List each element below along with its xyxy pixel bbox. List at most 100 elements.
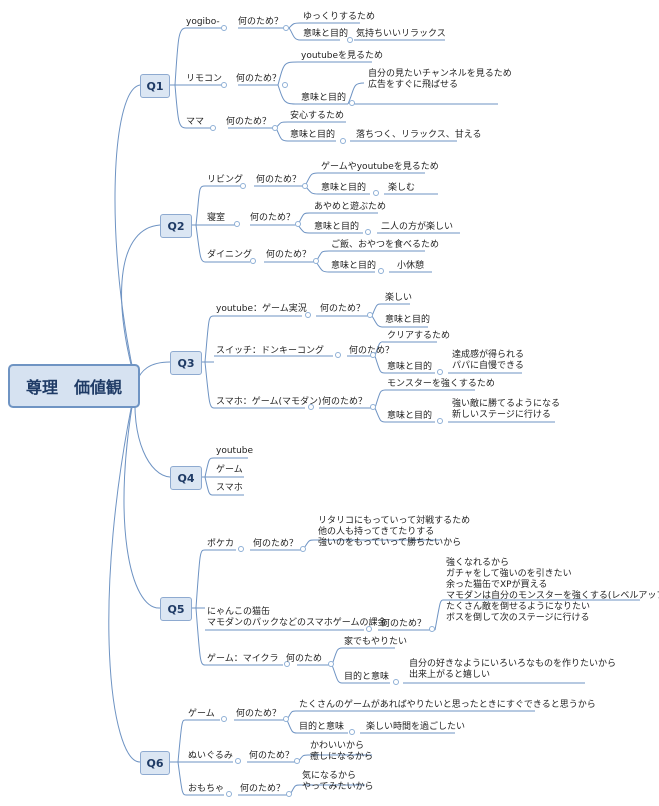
purpose-mama[interactable]: 落ちつく、リラックス、甘える	[356, 130, 482, 140]
q3-node[interactable]: Q3	[170, 351, 202, 375]
q4-node[interactable]: Q4	[170, 466, 202, 490]
topic-mama[interactable]: ママ	[186, 117, 205, 127]
reason-game[interactable]: たくさんのゲームがあればやりたいと思ったときにすぐできると思うから	[299, 700, 596, 710]
topic-plush[interactable]: ぬいぐるみ	[188, 751, 233, 761]
connector-dot	[347, 37, 353, 43]
meaning-label[interactable]: 意味と目的	[290, 130, 336, 140]
q4-item-game[interactable]: ゲーム	[216, 465, 243, 475]
why-label[interactable]: 何のため？	[238, 17, 284, 27]
connector-dot	[437, 418, 443, 424]
why-label[interactable]: 何のため？	[256, 175, 302, 185]
purpose-minecraft[interactable]: 自分の好きなようにいろいろなものを作りたいから 出来上がると嬉しい	[409, 659, 617, 680]
connector-dot	[393, 679, 399, 685]
purpose-switch[interactable]: 達成感が得られる パパに自慢できる	[452, 350, 525, 371]
connector-dot	[283, 25, 289, 31]
connector-dot	[349, 729, 355, 735]
topic-bedroom[interactable]: 寝室	[207, 213, 226, 223]
topic-game-billing[interactable]: にゃんこの猫缶 マモダンのパックなどのスマホゲームの課金	[207, 607, 387, 628]
why-label[interactable]: 何のため？	[226, 117, 272, 127]
connector-dot	[305, 312, 311, 318]
purpose-remote[interactable]: 自分の見たいチャンネルを見るため 広告をすぐに飛ばせる	[368, 69, 512, 90]
topic-toy[interactable]: おもちゃ	[188, 784, 225, 794]
why-label[interactable]: 何のため？	[322, 397, 368, 407]
q2-node[interactable]: Q2	[160, 214, 192, 238]
reason-dining[interactable]: ご飯、おやつを食べるため	[331, 240, 440, 250]
topic-yogibo[interactable]: yogibo-	[186, 17, 220, 27]
connector-dot	[335, 352, 341, 358]
why-label[interactable]: 何のため？	[320, 304, 366, 314]
topic-minecraft[interactable]: ゲーム：マイクラ	[207, 654, 279, 664]
connector-dot	[221, 25, 227, 31]
purpose-yogibo[interactable]: 気持ちいいリラックス	[356, 29, 446, 39]
connector-dot	[235, 758, 241, 764]
topic-game[interactable]: ゲーム	[188, 709, 215, 719]
topic-smaho-game[interactable]: スマホ：ゲーム(マモダン)	[216, 397, 322, 407]
reason-mama[interactable]: 安心するため	[290, 111, 345, 121]
reason-smaho-game[interactable]: モンスターを強くするため	[387, 379, 495, 389]
connector-dot	[373, 190, 379, 196]
reason-yogibo[interactable]: ゆっくりするため	[303, 12, 376, 22]
meaning-label[interactable]: 意味と目的	[303, 29, 349, 39]
q4-item-youtube[interactable]: youtube	[216, 446, 254, 456]
reason-plush[interactable]: かわいいから 癒しになるから	[310, 741, 374, 762]
why-label[interactable]: 何のため？	[249, 751, 295, 761]
connector-dot	[302, 183, 308, 189]
purpose-smaho-game[interactable]: 強い敵に勝てるようになる 新しいステージに行ける	[452, 399, 561, 420]
connector-dot	[437, 369, 443, 375]
reason-game-billing[interactable]: 強くなれるから ガチャをして強いのを引きたい 余った猫缶でXPが買える マモダン…	[446, 558, 659, 623]
q1-node[interactable]: Q1	[140, 74, 170, 98]
reason-toy[interactable]: 気になるから やってみたいから	[302, 771, 374, 792]
connector-dot	[284, 661, 290, 667]
reason-remote[interactable]: youtubeを見るため	[301, 51, 384, 61]
why-label[interactable]: 何のため？	[236, 74, 282, 84]
q4-item-smaho[interactable]: スマホ	[216, 483, 243, 493]
purpose-game[interactable]: 楽しい時間を過ごしたい	[366, 722, 466, 732]
connector-dot	[234, 221, 240, 227]
reason-pokeka[interactable]: リタリコにもっていって対戦するため 他の人も持ってきてたりする 強いのをもってい…	[318, 516, 471, 548]
connector-dot	[295, 221, 301, 227]
why-label[interactable]: 何のため？	[236, 709, 282, 719]
reason-switch[interactable]: クリアするため	[387, 331, 451, 341]
why-label[interactable]: 何のため？	[381, 619, 427, 629]
why-label[interactable]: 何のため？	[253, 539, 299, 549]
q5-node[interactable]: Q5	[160, 597, 192, 621]
connector-dot	[221, 716, 227, 722]
meaning-label-alt[interactable]: 目的と意味	[299, 722, 345, 732]
purpose-dining[interactable]: 小休憩	[397, 261, 425, 271]
topic-remote[interactable]: リモコン	[186, 74, 223, 84]
q6-node[interactable]: Q6	[140, 751, 170, 775]
topic-youtube-game[interactable]: youtube：ゲーム実況	[216, 304, 307, 314]
reason-minecraft[interactable]: 家でもやりたい	[344, 637, 408, 647]
meaning-label-alt[interactable]: 目的と意味	[344, 672, 390, 682]
why-label[interactable]: 何のため？	[266, 250, 312, 260]
connector-dot	[286, 791, 292, 797]
reason-bedroom[interactable]: あやめと遊ぶため	[314, 202, 387, 212]
meaning-label[interactable]: 意味と目的	[301, 93, 347, 103]
topic-dining[interactable]: ダイニング	[207, 250, 253, 260]
connector-dot	[221, 82, 227, 88]
meaning-label[interactable]: 意味と目的	[387, 411, 433, 421]
topic-switch[interactable]: スイッチ：ドンキーコング	[216, 346, 325, 356]
topic-pokeka[interactable]: ポケカ	[207, 539, 235, 549]
connector-dot	[300, 546, 306, 552]
purpose-living[interactable]: 楽しむ	[388, 183, 416, 193]
purpose-bedroom[interactable]: 二人の方が楽しい	[381, 222, 454, 232]
topic-living[interactable]: リビング	[207, 175, 244, 185]
reason-living[interactable]: ゲームやyoutubeを見るため	[321, 162, 439, 172]
meaning-label[interactable]: 意味と目的	[331, 261, 377, 271]
connector-dot	[282, 82, 288, 88]
meaning-label[interactable]: 意味と目的	[314, 222, 360, 232]
connector-dot	[370, 404, 376, 410]
connector-dot	[366, 626, 372, 632]
why-label[interactable]: 何のため？	[349, 346, 395, 356]
meaning-label[interactable]: 意味と目的	[385, 315, 431, 325]
why-label[interactable]: 何のため？	[250, 213, 296, 223]
root-topic[interactable]: 尊理 価値観	[8, 364, 140, 408]
connector-dot	[328, 661, 334, 667]
why-label[interactable]: 何のため？	[240, 784, 286, 794]
meaning-label[interactable]: 意味と目的	[321, 183, 367, 193]
reason-youtube-game[interactable]: 楽しい	[385, 293, 413, 303]
why-label-short[interactable]: 何のため	[286, 654, 323, 664]
meaning-label[interactable]: 意味と目的	[387, 362, 433, 372]
connector-dot	[349, 100, 355, 106]
